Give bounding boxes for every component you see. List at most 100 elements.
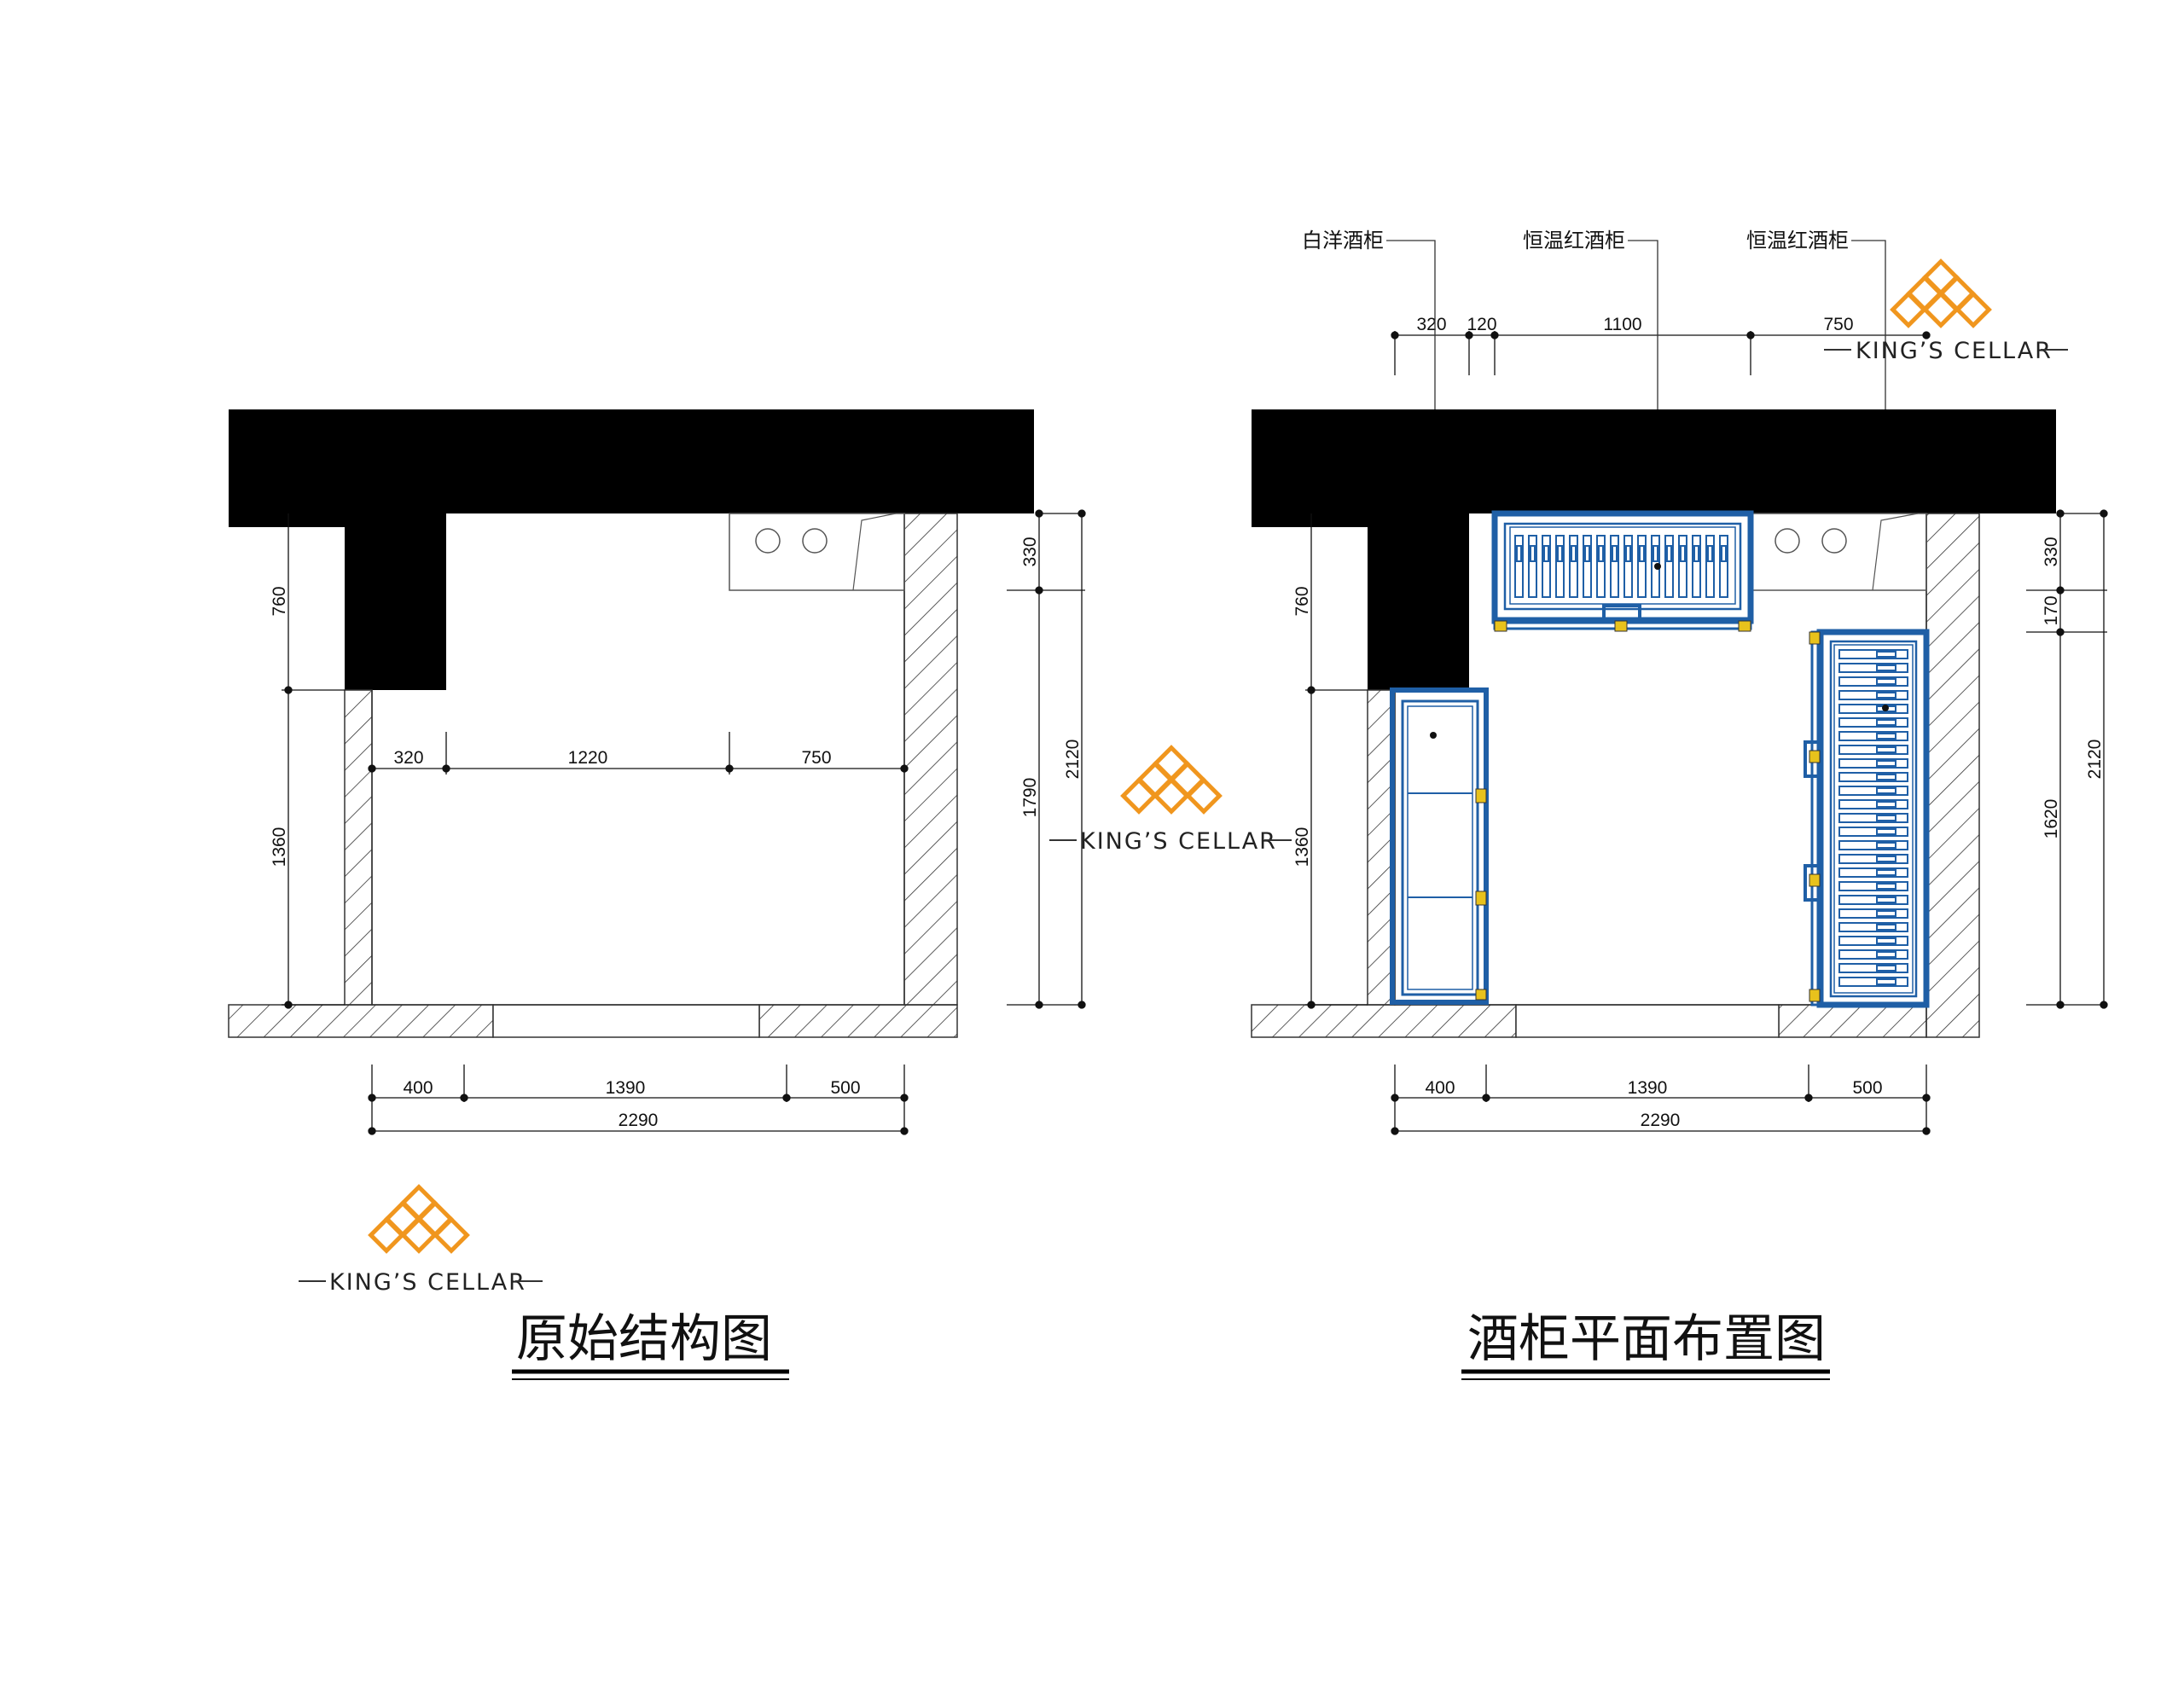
dim-bottom-500: 500 (830, 1078, 860, 1098)
brand-name-3: KING’S CELLAR (329, 1269, 526, 1296)
wine-bottle-neck (1876, 774, 1896, 780)
doorway (492, 1004, 760, 1038)
wine-bottle-neck (1680, 545, 1686, 562)
wine-bottle-slot (1838, 758, 1908, 769)
wine-bottle-neck (1876, 842, 1896, 849)
wine-bottle-neck (1876, 815, 1896, 821)
wine-bottle-slot (1838, 936, 1908, 946)
wine-bottle-slot (1838, 786, 1908, 796)
wine-bottle-neck (1876, 896, 1896, 903)
wine-bottle-neck (1707, 545, 1713, 562)
wine-bottle-neck (1876, 664, 1896, 671)
wine-bottle-neck (1876, 951, 1896, 958)
wine-bottle-neck (1876, 869, 1896, 876)
left-wall (344, 689, 373, 1006)
wine-bottle-slot (1838, 676, 1908, 687)
dim-bottom-2290: 2290 (619, 1111, 659, 1130)
dim-left-760-r: 760 (1292, 586, 1312, 616)
wine-bottle-slot (1555, 535, 1565, 598)
dim-bottom-400: 400 (403, 1078, 433, 1098)
dim-top-750: 750 (801, 748, 831, 768)
wine-bottle-neck (1557, 545, 1563, 562)
wine-bottle-neck (1666, 545, 1672, 562)
wine-bottle-slot (1705, 535, 1715, 598)
dim-left-1360: 1360 (270, 827, 289, 867)
dim-right-330: 330 (1020, 537, 1040, 566)
wine-bottle-slot (1596, 535, 1606, 598)
wine-bottle-neck (1876, 678, 1896, 685)
wine-bottle-neck (1612, 545, 1618, 562)
left-plan-title: 原始结构图 (516, 1309, 772, 1369)
brand-logo-center: KING’S CELLAR (1049, 748, 1292, 855)
wine-bottle-slot (1610, 535, 1619, 598)
dim-bottom-400-r: 400 (1425, 1078, 1455, 1098)
dim-top-1100-r: 1100 (1603, 315, 1641, 334)
wine-bottle-neck (1543, 545, 1549, 562)
dim-bottom-1390-r: 1390 (1628, 1078, 1668, 1098)
wine-bottle-neck (1876, 924, 1896, 931)
callout-red-cabinet-2: 恒温红酒柜 (1746, 229, 1849, 252)
white-wine-cabinet (1390, 687, 1489, 1005)
wine-bottle-slot (1542, 535, 1551, 598)
top-constant-temp-wine-cabinet (1491, 510, 1754, 632)
wine-bottle-slot (1838, 908, 1908, 919)
wine-bottle-neck (1876, 883, 1896, 890)
wine-bottle-neck (1625, 545, 1631, 562)
wine-bottle-slot (1838, 704, 1908, 714)
wine-bottle-neck (1721, 545, 1727, 562)
wine-bottle-neck (1876, 692, 1896, 699)
brand-name-1: KING’S CELLAR (1856, 338, 2053, 364)
dim-right-1790: 1790 (1020, 778, 1040, 818)
wine-bottle-slot (1838, 731, 1908, 741)
dim-top-320-r: 320 (1416, 315, 1446, 334)
wine-bottle-neck (1571, 545, 1577, 562)
right-wall-right-plan (1926, 513, 1980, 1038)
wine-bottle-neck (1516, 545, 1522, 562)
wine-bottle-slot (1838, 840, 1908, 850)
sink-counter-right-plan (1750, 513, 1927, 591)
wine-bottle-slot (1838, 867, 1908, 878)
wine-bottle-slot (1838, 881, 1908, 891)
wine-bottle-slot (1838, 663, 1908, 673)
wine-bottle-slot (1838, 745, 1908, 755)
wine-bottle-neck (1530, 545, 1536, 562)
wine-bottle-slot (1838, 895, 1908, 905)
wine-bottle-slot (1838, 827, 1908, 837)
wine-bottle-slot (1838, 717, 1908, 728)
wine-bottle-slot (1838, 977, 1908, 987)
dim-bottom-1390: 1390 (606, 1078, 646, 1098)
dim-top-1220: 1220 (568, 748, 608, 768)
bottom-wall-right (758, 1004, 958, 1038)
wine-bottle-slot (1838, 813, 1908, 823)
callout-red-cabinet-1: 恒温红酒柜 (1523, 229, 1625, 252)
structural-wall (229, 409, 1034, 690)
wine-bottle-neck (1876, 651, 1896, 658)
wine-bottle-slot (1838, 922, 1908, 932)
wine-bottle-neck (1876, 828, 1896, 835)
wine-bottle-slot (1838, 690, 1908, 700)
right-plan-title: 酒柜平面布置图 (1467, 1309, 1826, 1369)
dim-top-320: 320 (393, 748, 423, 768)
wine-bottle-slot (1692, 535, 1701, 598)
wine-bottle-slot (1838, 949, 1908, 960)
sink-counter (729, 513, 905, 591)
structural-wall-right (1252, 409, 2056, 690)
dim-bottom-500-r: 500 (1852, 1078, 1882, 1098)
wine-bottle-neck (1876, 978, 1896, 985)
wine-bottle-slot (1838, 649, 1908, 659)
wine-bottle-neck (1876, 746, 1896, 753)
wine-bottle-slot (1514, 535, 1524, 598)
wine-bottle-neck (1876, 733, 1896, 740)
dim-right-2120-r: 2120 (2085, 740, 2105, 780)
wine-cabinet-layout-plan: 320 120 1100 750 白洋酒柜 恒温红酒柜 恒温红酒柜 760 13… (1251, 229, 2108, 1380)
wine-bottle-slot (1838, 854, 1908, 864)
dim-bottom-2290-r: 2290 (1641, 1111, 1681, 1130)
wine-bottle-neck (1693, 545, 1699, 562)
wine-bottle-neck (1876, 801, 1896, 808)
brand-logo-top-right: KING’S CELLAR (1824, 262, 2068, 364)
original-structure-plan: 320 1220 750 760 1360 330 1790 2120 (228, 409, 1086, 1380)
dim-right-2120: 2120 (1063, 740, 1083, 780)
wine-bottle-neck (1639, 545, 1645, 562)
dim-left-760: 760 (270, 586, 289, 616)
